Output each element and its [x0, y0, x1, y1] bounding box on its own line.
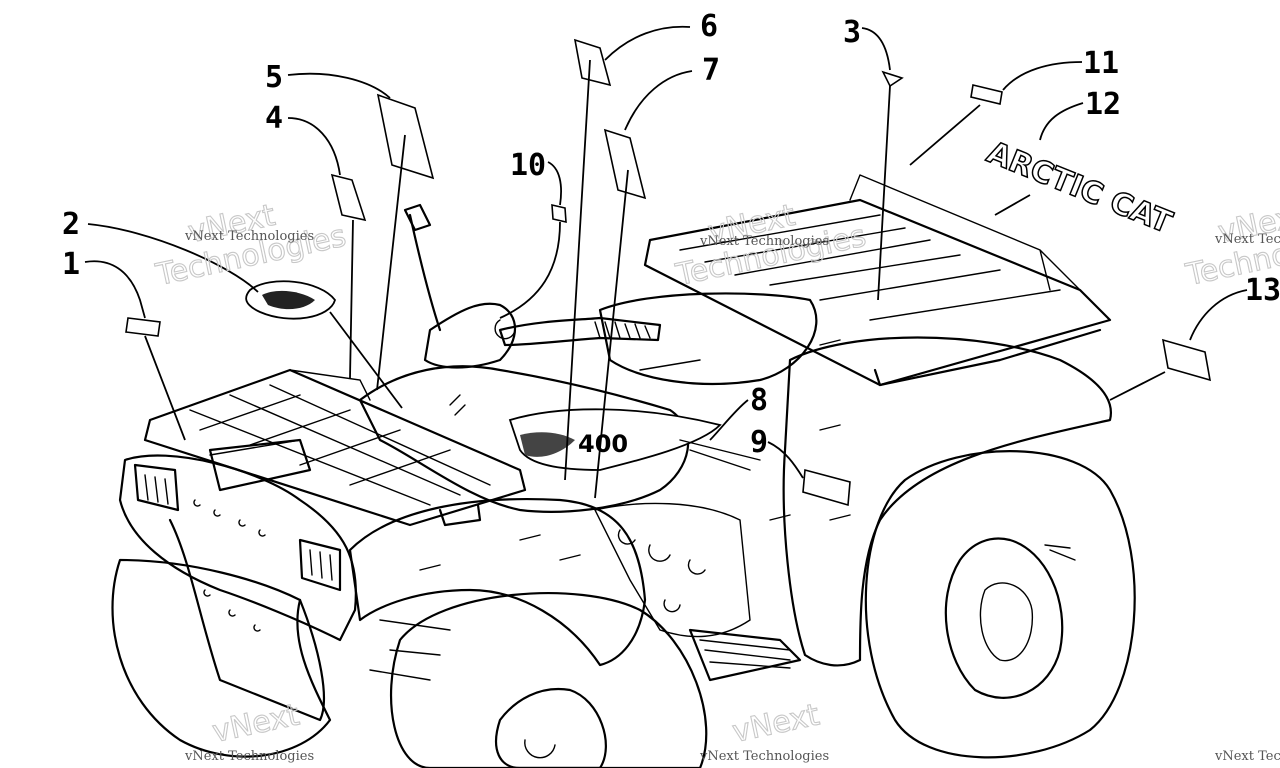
callout-10: 10: [510, 148, 546, 183]
side-graphic-decal: 400: [508, 408, 761, 471]
engine: [369, 502, 751, 681]
watermark-bottom-right-small: vNext Technologies: [1214, 749, 1280, 764]
model-number-decal: 400: [578, 430, 628, 458]
callout-5: 5: [265, 60, 283, 95]
callout-6: 6: [700, 9, 718, 44]
decal-4: [330, 173, 367, 222]
footrest: [688, 628, 802, 682]
watermark-center-small: vNext Technologies: [699, 234, 829, 249]
front-rack: [143, 368, 527, 527]
callout-9: 9: [750, 425, 768, 460]
decal-10: [551, 203, 567, 224]
watermark-bottom-center-small: vNext Technologies: [699, 749, 829, 764]
watermark-left-small: vNext Technologies: [184, 229, 314, 244]
callout-2: 2: [62, 207, 80, 242]
callout-12: 12: [1085, 87, 1121, 122]
rear-wheel: [864, 450, 1136, 759]
watermark-bottom-center: vNext: [729, 697, 823, 751]
decal-13: [1161, 338, 1212, 382]
watermark-bottom-left: vNext: [209, 697, 303, 751]
callout-3: 3: [843, 15, 861, 50]
watermark-right-small: vNext Technologies: [1214, 232, 1280, 247]
front-wheel-right: [389, 592, 708, 768]
watermark-bottom-left-small: vNext Technologies: [184, 749, 314, 764]
decal-6: [573, 38, 612, 87]
callout-11: 11: [1083, 46, 1119, 81]
callout-numbers: 1 2 3 4 5 6 7 8 9 10 11 12 13: [62, 9, 1280, 460]
decal-11: [970, 84, 1003, 105]
front-wheel-left: [111, 558, 332, 758]
svg-text:vNext: vNext: [729, 697, 822, 750]
callout-4: 4: [265, 101, 283, 136]
front-fender: [348, 497, 647, 667]
decal-3: [881, 70, 904, 88]
callout-1: 1: [62, 247, 80, 282]
svg-text:vNext: vNext: [209, 697, 302, 750]
callout-7: 7: [702, 53, 720, 88]
rear-rack: [643, 174, 1112, 387]
callout-8: 8: [750, 383, 768, 418]
rear-fender: [769, 336, 1112, 667]
decal-1: [125, 317, 161, 337]
front-bumper: [118, 438, 357, 722]
callout-13: 13: [1245, 273, 1280, 308]
watermarks: vNext Technologies vNext Technologies vN…: [152, 197, 1280, 764]
decal-9: [802, 468, 851, 507]
seat: [598, 292, 841, 385]
decal-7: [603, 128, 647, 200]
brand-decal: ARCTIC CAT: [982, 135, 1177, 241]
atv-illustration: 400: [111, 174, 1136, 768]
leader-lines: [84, 25, 1248, 499]
